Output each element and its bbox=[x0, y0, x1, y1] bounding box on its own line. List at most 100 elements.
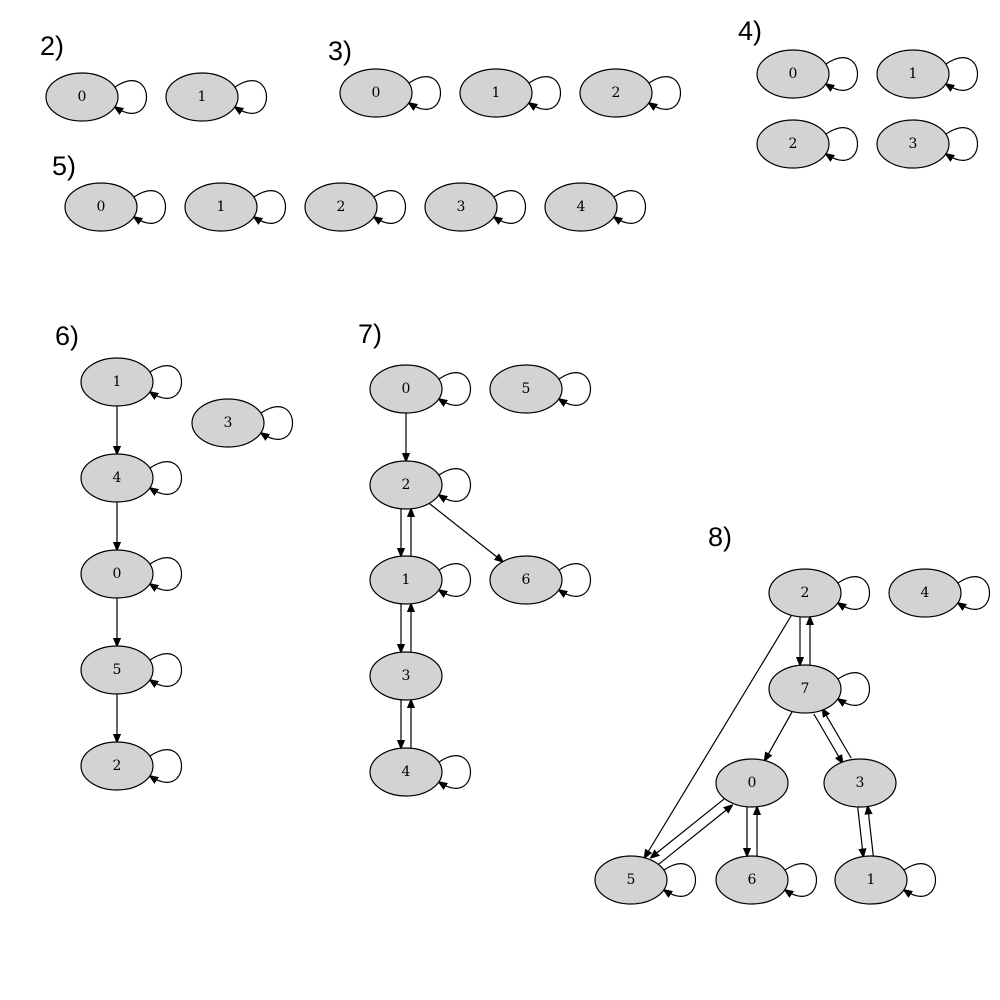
panel-8-self-loop bbox=[958, 576, 991, 610]
panel-4-node-2-label: 2 bbox=[789, 136, 798, 152]
panel-5-node-0-shape bbox=[64, 182, 138, 232]
panel-6-self-loop bbox=[261, 406, 294, 440]
panel-8-edge-7-to-3 bbox=[813, 713, 843, 763]
panel-6-node-0-label: 0 bbox=[113, 566, 122, 582]
panel-8-node-6-label: 6 bbox=[748, 872, 757, 888]
panel-4-node-1: 1 bbox=[876, 49, 950, 99]
panel-8-node-0-shape bbox=[715, 758, 789, 808]
panel-6-self-loop-1 bbox=[150, 365, 183, 399]
panel-6-self-loop-0 bbox=[150, 557, 183, 591]
panel-8-node-2-label: 2 bbox=[801, 585, 810, 601]
panel-6-node-4: 4 bbox=[80, 453, 154, 503]
panel-3-node-0-label: 0 bbox=[372, 85, 381, 101]
panel-5-node-0: 0 bbox=[64, 182, 138, 232]
panel-4-node-3: 3 bbox=[876, 119, 950, 169]
panel-4-node-0: 0 bbox=[756, 49, 830, 99]
panel-8-self-loop-7 bbox=[838, 672, 871, 706]
panel-3-node-2: 2 bbox=[579, 68, 653, 118]
panel-5-self-loop-4 bbox=[614, 190, 647, 224]
panel-8-node-4-label: 4 bbox=[921, 585, 930, 601]
panel-8-self-loop bbox=[904, 863, 937, 897]
panel-8-node-1-label: 1 bbox=[867, 872, 876, 888]
panel-5-self-loop-2 bbox=[374, 190, 407, 224]
panel-6-self-loop bbox=[150, 365, 183, 399]
panel-7-self-loop bbox=[439, 563, 472, 597]
panel-5-node-0-label: 0 bbox=[97, 199, 106, 215]
panel-5-self-loop bbox=[374, 190, 407, 224]
panel-7-node-4: 4 bbox=[369, 747, 443, 797]
panel-3-node-0-shape bbox=[339, 68, 413, 118]
panel-4-self-loop-3 bbox=[946, 127, 979, 161]
panel-8-node-4-shape bbox=[888, 568, 962, 618]
panel-6-node-0-shape bbox=[80, 549, 154, 599]
panel-7-node-5-label: 5 bbox=[522, 381, 531, 397]
panel-8-edge-2-to-5 bbox=[644, 614, 793, 857]
panel-7-node-5-shape bbox=[489, 364, 563, 414]
panel-2-node-1: 1 bbox=[165, 72, 239, 122]
panel-4-node-3-label: 3 bbox=[909, 136, 918, 152]
panel-8-label: 8) bbox=[708, 522, 732, 552]
panel-5-node-4: 4 bbox=[544, 182, 618, 232]
panel-7-edge bbox=[428, 502, 503, 561]
panel-6-self-loop bbox=[150, 461, 183, 495]
panel-5-self-loop bbox=[134, 190, 167, 224]
panel-5-node-3: 3 bbox=[424, 182, 498, 232]
panel-4-node-3-shape bbox=[876, 119, 950, 169]
panel-4-self-loop-2 bbox=[826, 127, 859, 161]
panel-8-self-loop bbox=[664, 863, 697, 897]
panel-3-self-loop bbox=[409, 76, 442, 110]
panel-8-edge bbox=[644, 614, 793, 857]
panel-6-self-loop-3 bbox=[261, 406, 294, 440]
panel-8-edge-1-to-3 bbox=[868, 806, 874, 856]
panel-8-node-1: 1 bbox=[834, 855, 908, 905]
panel-8-node-0: 0 bbox=[715, 758, 789, 808]
panel-8-edge-5-to-0 bbox=[656, 805, 732, 866]
panel-8-edge-0-to-5 bbox=[651, 797, 727, 858]
panel-4-node-2-shape bbox=[756, 119, 830, 169]
panel-3-node-2-label: 2 bbox=[612, 85, 621, 101]
panel-3-node-1-shape bbox=[459, 68, 533, 118]
panel-8-edge-3-to-1 bbox=[857, 807, 864, 856]
panel-7-node-5: 5 bbox=[489, 364, 563, 414]
panel-6-node-3: 3 bbox=[191, 398, 265, 448]
panel-3-self-loop-1 bbox=[529, 76, 562, 110]
panel-8-self-loop-2 bbox=[838, 576, 871, 610]
panel-6-node-4-shape bbox=[80, 453, 154, 503]
panel-2-self-loop-1 bbox=[235, 80, 268, 114]
panel-5-self-loop bbox=[494, 190, 527, 224]
panel-8-edge bbox=[765, 711, 793, 760]
panel-7-node-0-shape bbox=[369, 364, 443, 414]
panel-2-node-0: 0 bbox=[45, 72, 119, 122]
panel-3-node-0: 0 bbox=[339, 68, 413, 118]
panel-7-node-1: 1 bbox=[369, 555, 443, 605]
panel-8-self-loop bbox=[838, 672, 871, 706]
panel-7-self-loop bbox=[559, 563, 592, 597]
panel-4-self-loop bbox=[946, 57, 979, 91]
panel-7-label: 7) bbox=[358, 319, 382, 349]
panel-8-node-3-shape bbox=[823, 758, 897, 808]
panel-6-node-2-shape bbox=[80, 741, 154, 791]
panel-6-node-1: 1 bbox=[80, 357, 154, 407]
panel-5-node-4-shape bbox=[544, 182, 618, 232]
panel-6-self-loop bbox=[150, 749, 183, 783]
panel-2-label: 2) bbox=[40, 31, 64, 61]
panel-4-self-loop bbox=[826, 127, 859, 161]
panel-5-self-loop-3 bbox=[494, 190, 527, 224]
panel-2-node-1-label: 1 bbox=[198, 89, 207, 105]
panel-8-edge bbox=[656, 805, 732, 866]
panel-5-node-3-shape bbox=[424, 182, 498, 232]
panel-7-self-loop-5 bbox=[559, 372, 592, 406]
panel-5-self-loop bbox=[254, 190, 287, 224]
panel-2-self-loop bbox=[235, 80, 268, 114]
panel-6-node-3-label: 3 bbox=[224, 415, 233, 431]
panel-8-edge bbox=[813, 713, 843, 763]
panel-4-node-2: 2 bbox=[756, 119, 830, 169]
panel-4-node-0-label: 0 bbox=[789, 66, 798, 82]
panel-8-node-2: 2 bbox=[768, 568, 842, 618]
panel-8-edge bbox=[868, 806, 874, 856]
panel-8-node-7-shape bbox=[768, 664, 842, 714]
panel-2-self-loop-0 bbox=[115, 80, 148, 114]
panel-8-node-1-shape bbox=[834, 855, 908, 905]
panel-5-node-4-label: 4 bbox=[577, 199, 586, 215]
panel-6-node-2: 2 bbox=[80, 741, 154, 791]
